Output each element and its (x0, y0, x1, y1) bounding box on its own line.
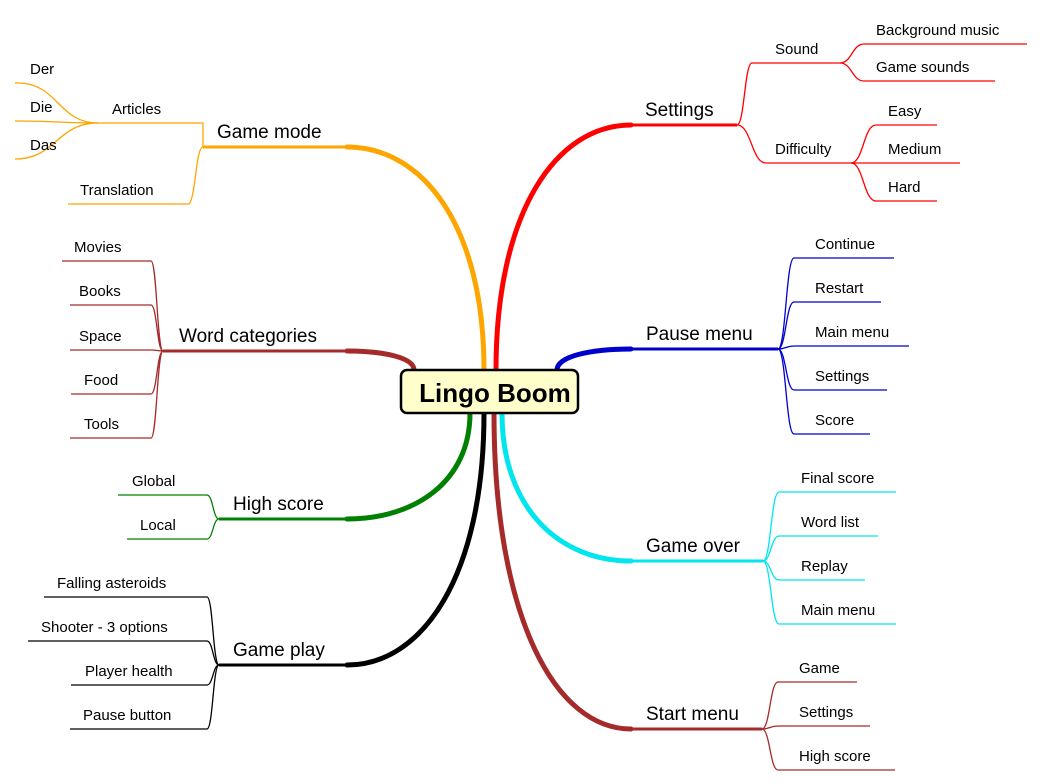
branch-game-mode-articles-item-die-link (17, 120, 99, 124)
branch-settings-sound-item-background-music-link (839, 43, 865, 64)
branch-word-categories-label[interactable]: Word categories (179, 326, 317, 347)
branch-pause-menu-item-settings-link (777, 348, 795, 391)
branch-game-mode-articles-item-der-label[interactable]: Der (30, 61, 54, 78)
branch-game-over-item-final-score-link (762, 491, 780, 562)
branch-word-categories-connector (344, 348, 417, 373)
branch-game-over-item-main-menu-link (762, 560, 780, 625)
branch-start-menu-item-high-score-label[interactable]: High score (799, 748, 871, 765)
branch-high-score-label[interactable]: High score (233, 494, 324, 515)
branch-game-over-item-word-list-label[interactable]: Word list (801, 514, 860, 531)
central-topic-label: Lingo Boom (419, 378, 571, 408)
branch-game-play-item-falling-asteroids-link (206, 596, 220, 666)
branch-settings-sound-item-game-sounds-label[interactable]: Game sounds (876, 59, 969, 76)
branch-settings-label[interactable]: Settings (645, 100, 714, 121)
branch-pause-menu-item-settings-label[interactable]: Settings (815, 368, 869, 385)
branch-start-menu-connector (491, 410, 634, 732)
branch-start-menu-item-game-link (761, 681, 779, 730)
branch-game-play-item-falling-asteroids-label[interactable]: Falling asteroids (57, 575, 166, 592)
branch-game-over-item-word-list-link (762, 535, 780, 562)
branch-word-categories-item-tools-link (150, 350, 164, 439)
branch-pause-menu-item-restart-label[interactable]: Restart (815, 280, 864, 297)
branch-settings-sound-item-game-sounds-link (839, 62, 865, 82)
branch-high-score-item-global-link (206, 494, 220, 520)
branch-high-score-item-local-label[interactable]: Local (140, 517, 176, 534)
branch-game-mode-item-translation-link (187, 146, 204, 205)
branch-start-menu-item-high-score-link (761, 728, 779, 771)
branch-settings-difficulty-label[interactable]: Difficulty (775, 141, 832, 158)
branch-word-categories-item-space-label[interactable]: Space (79, 328, 122, 345)
branch-game-mode-articles-item-der-link (17, 82, 99, 124)
branch-settings-difficulty-item-easy-link (850, 124, 877, 164)
branch-start-menu-label[interactable]: Start menu (646, 704, 739, 725)
branch-word-categories-item-books-link (150, 304, 164, 352)
branch-word-categories-item-movies-label[interactable]: Movies (74, 239, 122, 256)
branch-settings-difficulty-item-hard-link (850, 162, 877, 202)
branch-high-score-item-global-label[interactable]: Global (132, 473, 175, 490)
branch-settings-difficulty-link (736, 124, 767, 164)
branch-game-play-connector (344, 410, 487, 668)
branch-game-over-connector (499, 410, 634, 564)
branch-game-mode-articles-item-das-link (14, 122, 99, 160)
central-topic[interactable]: Lingo Boom (399, 368, 580, 415)
branch-game-play-label[interactable]: Game play (233, 640, 325, 661)
links-layer (14, 43, 1027, 771)
branch-pause-menu-item-restart-link (777, 301, 795, 350)
branch-pause-menu-label[interactable]: Pause menu (646, 324, 753, 345)
branch-pause-menu-item-continue-link (777, 257, 795, 350)
branch-game-mode-label[interactable]: Game mode (217, 122, 322, 143)
branch-settings-connector (493, 122, 634, 373)
central-topic-box (399, 368, 580, 415)
branch-game-play-item-pause-button-link (206, 664, 220, 730)
branch-start-menu-item-settings-link (761, 725, 779, 730)
branch-pause-menu-item-score-label[interactable]: Score (815, 412, 854, 429)
labels-layer: Game mode Articles DerDieDasTranslationWor… (30, 22, 1000, 765)
branch-settings-difficulty-item-hard-label[interactable]: Hard (888, 179, 921, 196)
branch-pause-menu-item-continue-label[interactable]: Continue (815, 236, 875, 253)
branch-settings-difficulty-item-easy-label[interactable]: Easy (888, 103, 922, 120)
branch-game-over-item-replay-label[interactable]: Replay (801, 558, 848, 575)
branch-word-categories-item-food-label[interactable]: Food (84, 372, 118, 389)
branch-game-mode-item-translation-label[interactable]: Translation (80, 182, 154, 199)
branch-settings-sound-label[interactable]: Sound (775, 41, 818, 58)
branch-game-play-item-shooter-3-options-label[interactable]: Shooter - 3 options (41, 619, 168, 636)
branch-word-categories-item-books-label[interactable]: Books (79, 283, 121, 300)
branch-game-mode-articles-item-das-label[interactable]: Das (30, 137, 57, 154)
branch-word-categories-item-tools-label[interactable]: Tools (84, 416, 119, 433)
branch-game-play-item-player-health-label[interactable]: Player health (85, 663, 173, 680)
branch-high-score-connector (344, 410, 473, 522)
branch-start-menu-item-settings-label[interactable]: Settings (799, 704, 853, 721)
branch-pause-menu-item-main-menu-label[interactable]: Main menu (815, 324, 889, 341)
branch-pause-menu-connector (554, 346, 634, 373)
branch-game-over-item-main-menu-label[interactable]: Main menu (801, 602, 875, 619)
branch-game-over-item-final-score-label[interactable]: Final score (801, 470, 874, 487)
branch-game-mode-articles-item-die-label[interactable]: Die (30, 99, 53, 116)
branch-settings-difficulty-item-medium-label[interactable]: Medium (888, 141, 941, 158)
branch-game-over-label[interactable]: Game over (646, 536, 741, 557)
branch-game-mode-articles-label[interactable]: Articles (112, 101, 161, 118)
branch-game-play-item-pause-button-label[interactable]: Pause button (83, 707, 171, 724)
branch-settings-sound-link (736, 62, 753, 126)
branch-pause-menu-item-score-link (777, 348, 795, 435)
branch-pause-menu-item-main-menu-link (777, 345, 795, 350)
branch-game-mode-connector (344, 144, 487, 373)
branch-settings-sound-item-background-music-label[interactable]: Background music (876, 22, 1000, 39)
branch-start-menu-item-game-label[interactable]: Game (799, 660, 840, 677)
branch-high-score-item-local-link (206, 518, 220, 540)
branch-game-play-item-shooter-3-options-link (206, 640, 220, 666)
